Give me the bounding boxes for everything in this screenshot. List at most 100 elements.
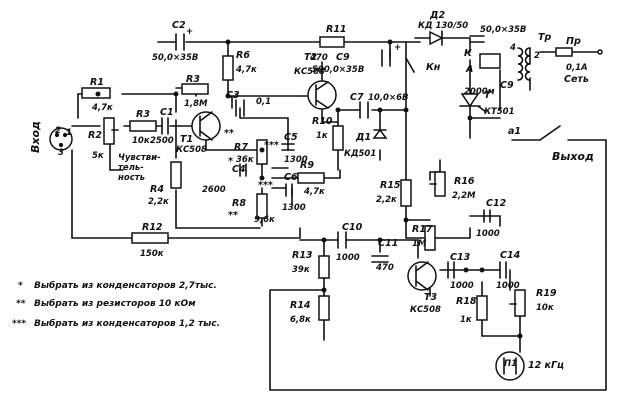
R11-ref: R11 [326, 24, 347, 35]
C10-ref: С10 [342, 222, 363, 233]
R9-resistor [297, 172, 325, 184]
note-2-text: Выбрать из резисторов 10 кОм [34, 298, 196, 309]
R1-ref: R1 [90, 77, 104, 88]
R18-ref: R18 [456, 296, 477, 307]
C11-value: 470 [375, 263, 394, 273]
R3b-value: 10к [132, 136, 150, 146]
input-label: Вход [29, 121, 42, 153]
button-kn-label: Кн [426, 62, 441, 73]
note-2-mark: ** [16, 299, 26, 309]
input-pin-label-3: 3 [58, 148, 64, 158]
C12-capacitor [483, 209, 491, 223]
transformer-pin4: 4 [509, 43, 516, 53]
input-connector [49, 127, 73, 151]
relay-coil-value: 2000м [464, 87, 495, 97]
C1-ref: С1 [160, 107, 174, 118]
R13-value: 39к [292, 265, 310, 275]
C2-ref: С2 [172, 20, 186, 31]
D1-ref: Д1 [355, 132, 371, 143]
C9-ref: С9 [336, 52, 350, 63]
transformer-pin1: 2 [534, 51, 540, 61]
R13-resistor [318, 255, 330, 279]
R17-value: 1М [412, 239, 427, 249]
C5-value: 1300 [284, 155, 308, 165]
R14-value: 6,8к [290, 315, 311, 325]
R6-value: 4,7к [235, 65, 257, 75]
R15-ref: R15 [380, 180, 401, 191]
transducer-ref: П1 [504, 359, 517, 369]
D2-ref: Д2 [429, 10, 445, 21]
R7-mark: ** [224, 128, 234, 139]
C10-capacitor [337, 231, 347, 249]
C11-ref: С11 [378, 238, 398, 249]
R8-resistor [256, 193, 268, 219]
T1-ref: Т1 [180, 134, 193, 145]
R3b-ref: R3 [136, 109, 150, 120]
R14-ref: R14 [290, 300, 311, 311]
network-label: Сеть [564, 74, 589, 85]
C4-capacitor [239, 163, 247, 177]
svg-text:+: + [186, 27, 193, 37]
output-contact-label: a1 [508, 126, 521, 137]
C3-value: 0,1 [256, 97, 271, 107]
fuse-ref: Пр [566, 36, 581, 47]
transformer-ref: Тр [538, 32, 551, 43]
fuse-value: 0,1А [566, 63, 588, 73]
C14-capacitor [499, 261, 507, 279]
T1-transistor [191, 111, 221, 141]
D1-value: КД501 [344, 149, 376, 159]
T2-value: КС508 [294, 67, 325, 77]
R10-resistor [332, 125, 344, 151]
note-3-mark: *** [12, 319, 26, 329]
sensitivity-line1: Чувстви- [118, 153, 161, 163]
T3-value: КС508 [410, 305, 441, 315]
R15-resistor [400, 179, 412, 207]
C4-mark: * [228, 156, 233, 167]
R2-potentiometer [103, 117, 115, 145]
sensitivity-line2: тель- [118, 163, 144, 173]
input-pin-label-2: 2 [55, 126, 61, 136]
thyristor-ref: Т [484, 90, 492, 101]
D2-value: КД 130/50 [418, 21, 468, 31]
R19-potentiometer [514, 289, 526, 317]
R3-value: 1,8М [184, 99, 208, 109]
C4-ref: С4 [232, 164, 246, 175]
D1-diode [372, 128, 388, 139]
T3-transistor [407, 261, 437, 291]
R7-ref: R7 [234, 142, 248, 153]
C14-ref: С14 [500, 250, 521, 261]
relay-A-ref: А [465, 64, 473, 75]
R19-ref: R19 [536, 288, 557, 299]
C3-capacitor [235, 99, 245, 117]
C1-value: 2500 [150, 136, 174, 146]
R12-ref: R12 [142, 222, 163, 233]
R2-value: 5к [92, 151, 104, 161]
C7-ref: С7 [350, 92, 364, 103]
R18-resistor [476, 295, 488, 321]
R4-value: 2,2к [148, 197, 169, 207]
R6-resistor [222, 55, 234, 81]
R8-value: 9,6к [254, 215, 275, 225]
C9-value: 500,0×35В [312, 65, 364, 75]
R8-mark: ** [228, 210, 238, 221]
R10-ref: R10 [312, 116, 333, 127]
C5-ref: С5 [284, 132, 298, 143]
button-kn [405, 57, 415, 73]
relay-ref: К [464, 48, 473, 59]
transducer-value: 12 кГц [528, 360, 564, 371]
C4-value: 2600 [202, 185, 226, 195]
D2-diode [429, 30, 444, 46]
C12-ref: С12 [486, 198, 507, 209]
C6-mark: *** [258, 180, 273, 191]
transducer-12khz [495, 351, 525, 381]
C6-ref: С6 [284, 172, 298, 183]
R3b-resistor [129, 120, 157, 132]
network-terminal [597, 49, 603, 55]
R4-resistor [170, 161, 182, 189]
C1-capacitor [161, 117, 169, 135]
C14-value: 1000 [496, 281, 520, 291]
R11-value: 470 [309, 53, 328, 63]
R18-value: 1к [460, 315, 472, 325]
R8-ref: R8 [232, 198, 246, 209]
R3-resistor [181, 83, 209, 95]
